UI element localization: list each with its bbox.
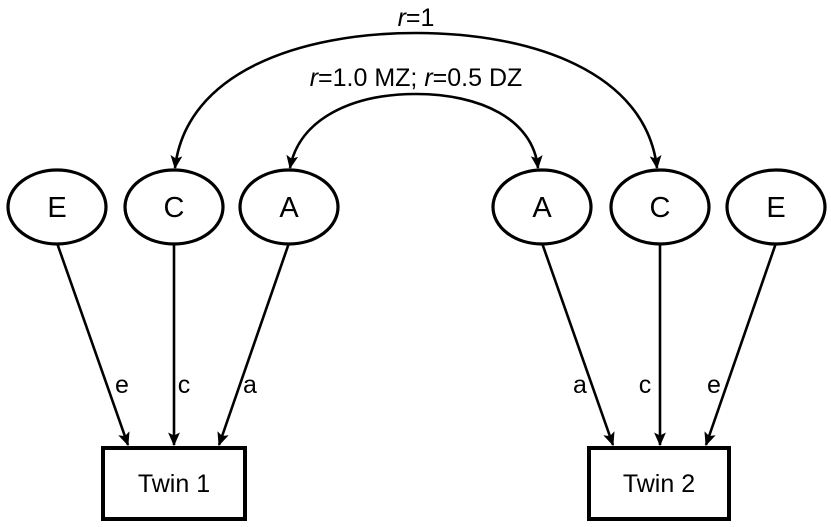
observed-node-twin1[interactable]: Twin 1: [101, 446, 247, 521]
latent-node-a1-ellipse[interactable]: [238, 168, 340, 246]
path-arrows: [55, 242, 778, 447]
path-arrow-e-twin2: [704, 242, 778, 447]
path-coefficient-e-twin1: e: [115, 371, 129, 399]
latent-node-c2-label: C: [650, 192, 671, 224]
path-arrow-a-twin1: [217, 242, 291, 447]
correlation-label-a-symbol-2: r: [424, 64, 434, 92]
latent-node-c2[interactable]: C: [609, 168, 711, 246]
latent-node-a1-label: A: [279, 192, 299, 224]
correlation-label-a: r=1.0 MZ; r=0.5 DZ: [310, 64, 523, 92]
latent-node-c1-label: C: [164, 192, 185, 224]
latent-node-a1[interactable]: A: [238, 168, 340, 246]
latent-node-c1[interactable]: C: [123, 168, 225, 246]
observed-node-twin2-label: Twin 2: [623, 470, 695, 498]
path-arrow-e-twin1: [55, 242, 130, 447]
path-coefficient-c-twin1: c: [178, 371, 191, 399]
correlation-label-c-rest: =1: [406, 4, 435, 32]
observed-node-twin2[interactable]: Twin 2: [587, 446, 731, 521]
latent-node-e2-label: E: [766, 192, 785, 224]
latent-node-e1-ellipse[interactable]: [6, 168, 108, 246]
observed-node-twin2-rect[interactable]: [587, 446, 731, 521]
observed-node-twin1-rect[interactable]: [101, 446, 247, 521]
correlation-label-a-rest: =0.5 DZ: [433, 64, 523, 92]
observed-variable-nodes: Twin 1 Twin 2: [101, 446, 731, 521]
correlation-curve-a: [286, 92, 543, 170]
latent-node-e2-ellipse[interactable]: [725, 168, 827, 246]
correlation-label-a-mid: =1.0 MZ;: [318, 64, 424, 92]
correlation-curve-c: [170, 31, 662, 170]
path-coefficient-a-twin2: a: [573, 371, 587, 399]
latent-node-c2-ellipse[interactable]: [609, 168, 711, 246]
latent-node-e1[interactable]: E: [6, 168, 108, 246]
latent-node-e1-label: E: [47, 192, 66, 224]
latent-variable-nodes: E C A A C E: [6, 168, 827, 246]
correlation-curves: [170, 31, 662, 170]
latent-node-a2-label: A: [532, 192, 552, 224]
correlation-label-c-symbol: r: [398, 4, 408, 32]
path-coefficient-e-twin2: e: [707, 371, 721, 399]
path-coefficient-labels: e c a a c e: [115, 371, 721, 399]
path-coefficient-a-twin1: a: [243, 371, 257, 399]
latent-node-a2[interactable]: A: [491, 168, 593, 246]
latent-node-a2-ellipse[interactable]: [491, 168, 593, 246]
path-coefficient-c-twin2: c: [639, 371, 652, 399]
path-arrow-a-twin2: [540, 242, 615, 447]
correlation-label-a-symbol-1: r: [310, 64, 320, 92]
correlation-label-c: r=1: [398, 4, 435, 32]
latent-node-e2[interactable]: E: [725, 168, 827, 246]
observed-node-twin1-label: Twin 1: [138, 470, 210, 498]
correlation-labels: r=1 r=1.0 MZ; r=0.5 DZ: [310, 4, 523, 92]
latent-node-c1-ellipse[interactable]: [123, 168, 225, 246]
